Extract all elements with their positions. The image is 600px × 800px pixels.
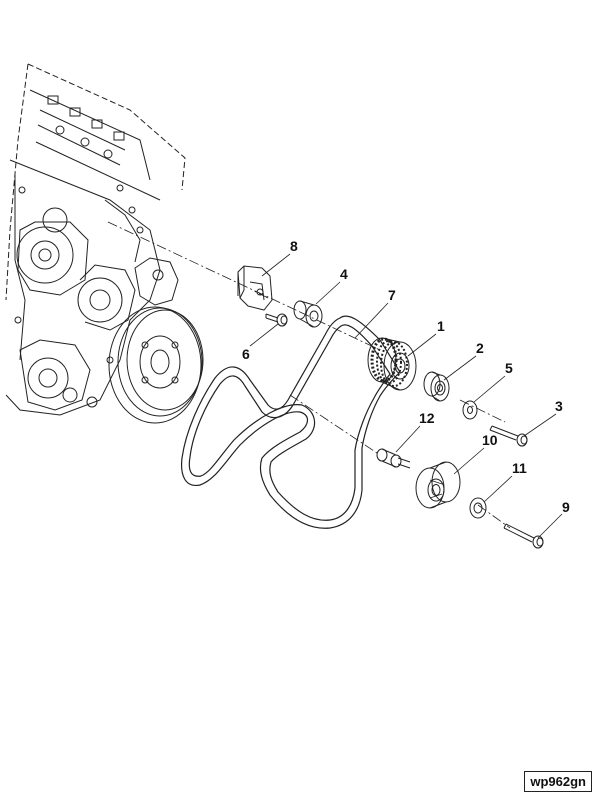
part-9-bolt [503, 523, 544, 549]
callout-8: 8 [290, 238, 298, 254]
part-12-stud [376, 448, 411, 469]
part-5-washer [462, 400, 478, 420]
part-6-bolt [265, 313, 288, 327]
serpentine-belt [180, 315, 401, 529]
callout-9: 9 [562, 499, 570, 515]
crankshaft-pulley [108, 306, 204, 424]
callout-12: 12 [419, 410, 435, 426]
callout-3: 3 [555, 398, 563, 414]
part-4-spacer [293, 300, 323, 328]
part-8-bracket [237, 265, 273, 311]
leader-lines [249, 253, 563, 539]
part-1-pulley-grooves [370, 337, 408, 387]
callout-6: 6 [242, 346, 250, 362]
part-2-bearing [423, 371, 450, 402]
callout-7: 7 [388, 287, 396, 303]
part-3-bolt [489, 425, 528, 447]
explode-lines [107, 221, 511, 529]
callout-10: 10 [482, 432, 498, 448]
figure-id-label: wp962gn [524, 771, 592, 792]
callout-1: 1 [437, 318, 445, 334]
part-10-idler-pulley [415, 461, 461, 509]
part-11-dust-shield [469, 497, 487, 519]
engine-block [5, 63, 186, 416]
callout-2: 2 [476, 340, 484, 356]
callout-5: 5 [505, 360, 513, 376]
callout-4: 4 [340, 266, 348, 282]
callout-11: 11 [512, 460, 527, 476]
